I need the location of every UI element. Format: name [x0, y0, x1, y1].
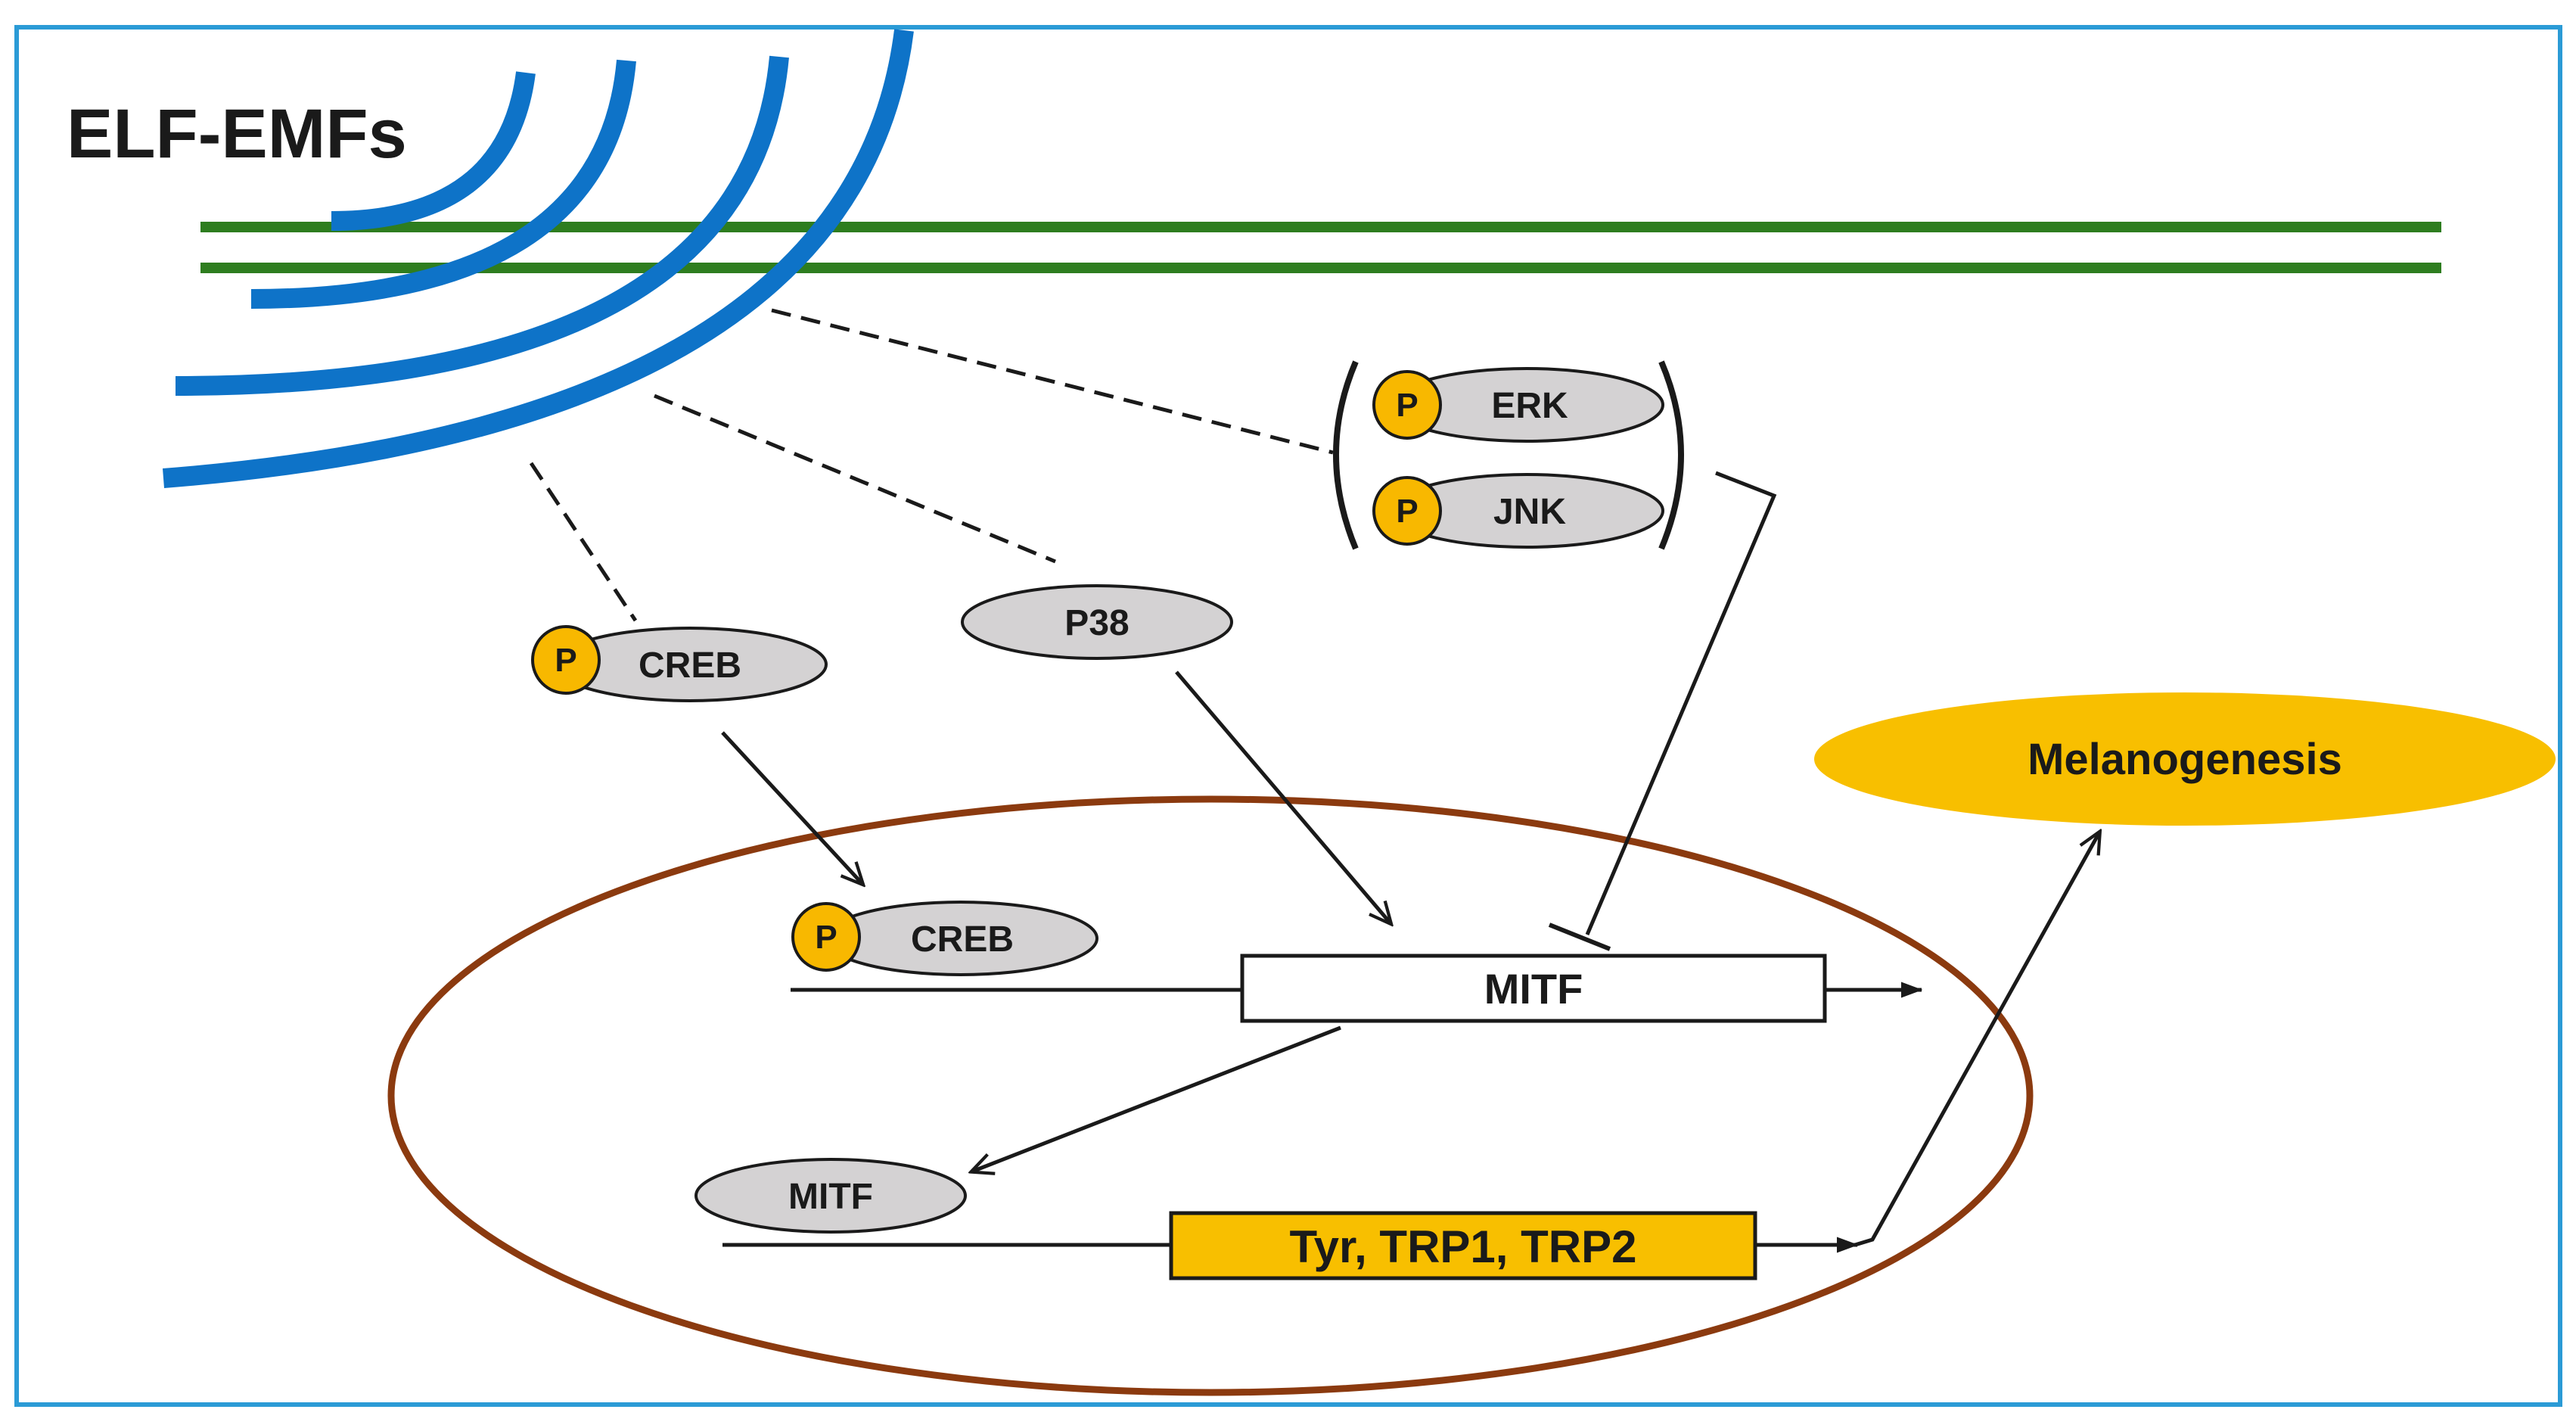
creb-cytoplasm-label: CREB	[639, 646, 741, 686]
creb-nucleus-phospho-badge	[791, 902, 861, 972]
p38-label: P38	[1064, 603, 1129, 643]
emf-wave-2	[250, 59, 636, 309]
target-genes-label: Tyr, TRP1, TRP2	[1289, 1221, 1636, 1272]
creb-cytoplasm-phospho-label: P	[555, 642, 576, 679]
creb-nucleus-phospho-label: P	[815, 919, 837, 956]
erk-label: ERK	[1491, 386, 1568, 426]
title-label: ELF-EMFs	[67, 95, 407, 173]
arrow-to-melanogenesis	[1854, 832, 2099, 1247]
creb-cytoplasm-node: P CREB	[531, 625, 828, 702]
complex-left-bracket	[1333, 360, 1359, 550]
emf-wave-4	[162, 29, 914, 488]
arrow-creb-to-nucleus	[721, 731, 862, 884]
dashed-link-p38	[654, 394, 1056, 564]
emf-waves-icon	[162, 29, 914, 488]
jnk-label: JNK	[1493, 492, 1566, 532]
erk-jnk-inhibition-line	[1585, 471, 1777, 935]
melanogenesis-label: Melanogenesis	[2028, 735, 2342, 784]
erk-phospho-label: P	[1396, 387, 1418, 424]
creb-nucleus-label: CREB	[911, 919, 1014, 960]
erk-jnk-complex: P ERK P JNK	[1333, 360, 1684, 550]
melanogenesis-shape	[1814, 692, 2556, 826]
erk-node: P ERK	[1372, 367, 1664, 443]
creb-cytoplasm-phospho-badge	[531, 625, 601, 695]
creb-nucleus-node: P CREB	[791, 901, 1098, 976]
melanogenesis-node: Melanogenesis	[1814, 692, 2556, 826]
p38-protein-shape	[961, 584, 1233, 660]
nucleus	[387, 795, 2034, 1396]
arrow-mitf-gene-to-protein	[972, 1025, 1341, 1171]
inhibition-bar	[1548, 923, 1611, 951]
mitf-protein-node: MITF	[694, 1158, 967, 1234]
target-genes-box	[1169, 1211, 1757, 1280]
emf-wave-3	[175, 55, 789, 396]
dashed-link-erk-jnk	[771, 308, 1334, 455]
mitf-gene-box	[1240, 954, 1827, 1023]
mitf-protein-label: MITF	[788, 1177, 873, 1217]
emf-wave-1	[331, 71, 536, 231]
p38-node: P38	[961, 584, 1233, 660]
complex-right-bracket	[1658, 360, 1684, 550]
emf-signal-links	[529, 308, 1334, 622]
dashed-link-creb	[529, 462, 638, 622]
jnk-phospho-badge	[1372, 476, 1442, 546]
mitf-gene-label: MITF	[1484, 965, 1583, 1013]
jnk-node: P JNK	[1372, 473, 1664, 549]
arrow-p38-to-mitf	[1175, 670, 1391, 923]
erk-phospho-badge	[1372, 370, 1442, 440]
jnk-phospho-label: P	[1396, 493, 1418, 530]
mitf-protein-shape	[694, 1158, 967, 1234]
